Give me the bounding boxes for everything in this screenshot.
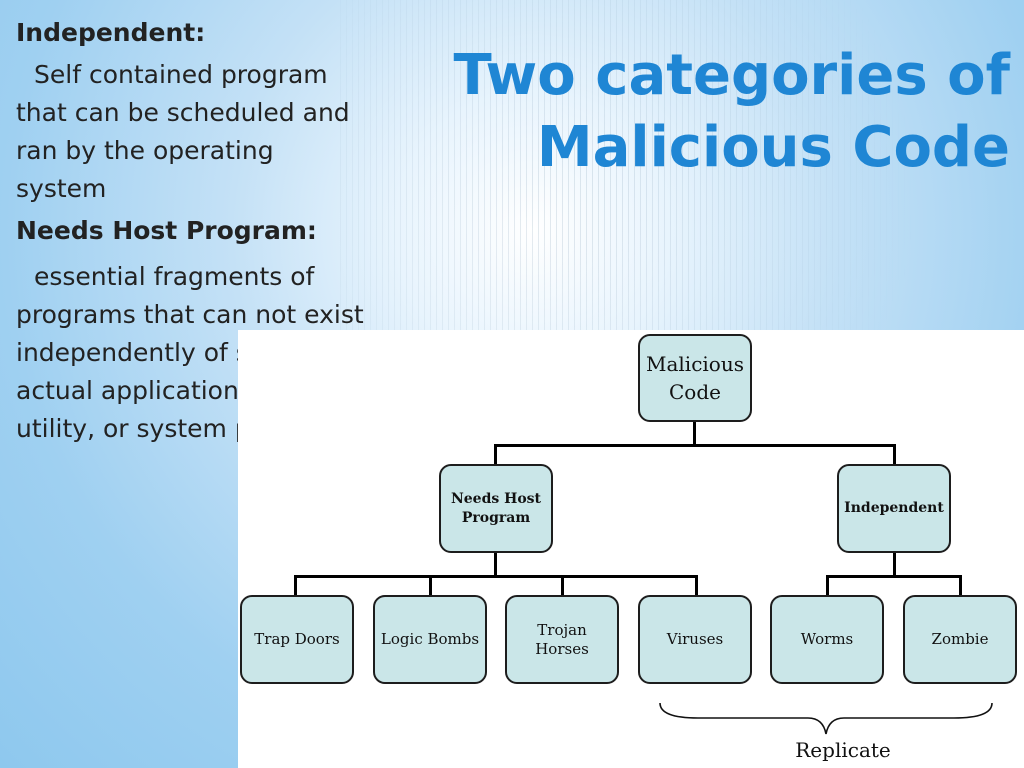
node-needs-host-program: Needs Host Program [439, 464, 553, 553]
trap-doors-drop [294, 575, 297, 597]
node-malicious-code: Malicious Code [638, 334, 752, 422]
node-logic-bombs: Logic Bombs [373, 595, 487, 684]
replicate-label: Replicate [795, 738, 891, 762]
viruses-drop [695, 575, 698, 597]
node-zombie: Zombie [903, 595, 1017, 684]
node-viruses: Viruses [638, 595, 752, 684]
needs-host-connector [494, 551, 497, 577]
slide-title: Two categories of Malicious Code [450, 40, 1011, 184]
zombie-drop [959, 575, 962, 597]
replicate-brace [659, 702, 993, 735]
logic-bombs-drop [429, 575, 432, 597]
node-worms: Worms [770, 595, 884, 684]
independent-description: Self contained program that can be sched… [16, 60, 350, 203]
title-line-2: Malicious Code [536, 115, 1010, 180]
left-text-column: Independent: Self contained program that… [16, 16, 366, 448]
node-trap-doors: Trap Doors [240, 595, 354, 684]
category-bar [496, 444, 896, 447]
host-heading: Needs Host Program: [16, 216, 317, 245]
independent-bar [826, 575, 962, 578]
independent-heading: Independent: [16, 18, 206, 47]
root-connector [693, 420, 696, 446]
needs-host-drop [494, 444, 497, 466]
node-trojan-horses: Trojan Horses [505, 595, 619, 684]
needs-host-bar [294, 575, 698, 578]
malicious-code-diagram: Malicious Code Needs Host Program Indepe… [238, 330, 1024, 768]
independent-drop [893, 444, 896, 466]
worms-drop [826, 575, 829, 597]
node-independent: Independent [837, 464, 951, 553]
title-line-1: Two categories of [453, 43, 1011, 108]
host-description: essential fragments of programs that can… [16, 262, 364, 443]
independent-connector [893, 551, 896, 577]
trojan-horses-drop [561, 575, 564, 597]
